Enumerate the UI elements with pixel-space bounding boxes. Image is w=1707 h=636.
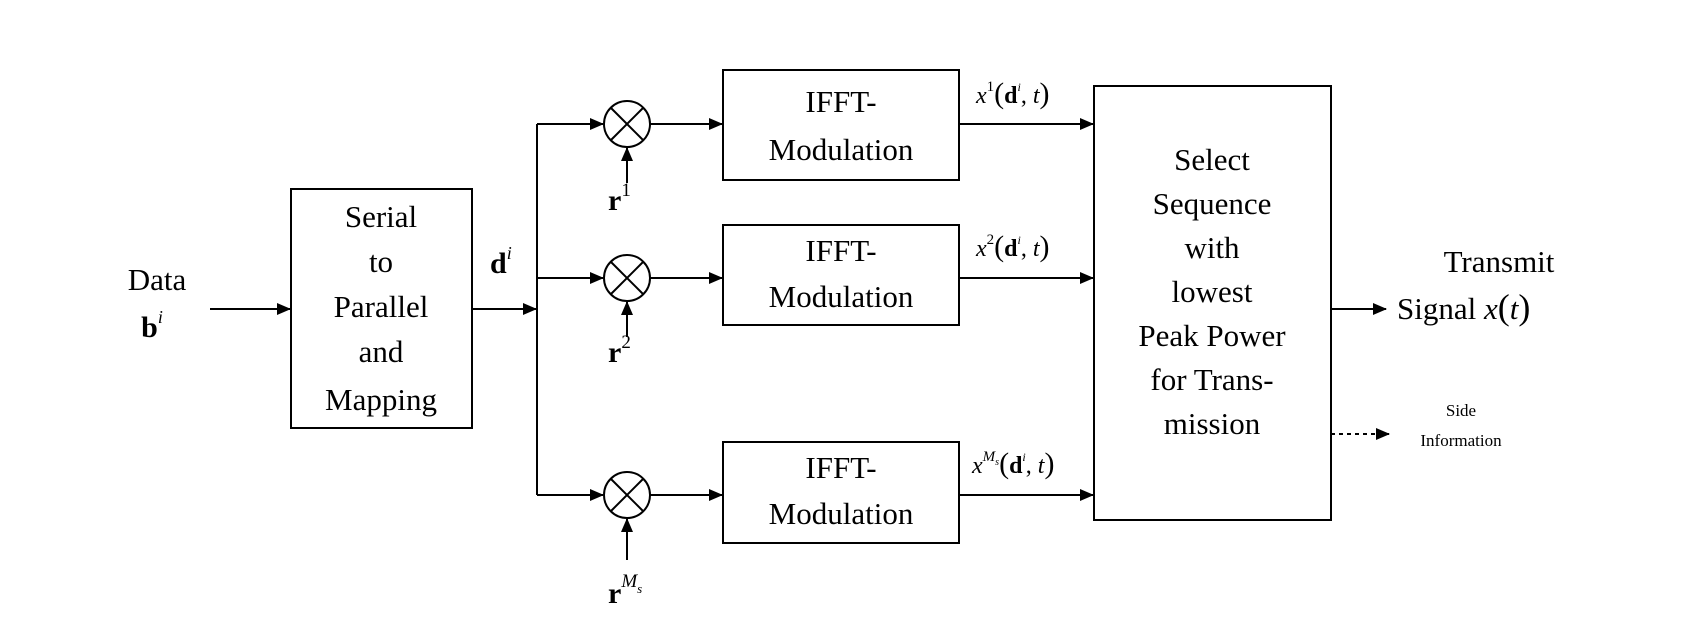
select-block-line-5: Peak Power xyxy=(1138,318,1286,353)
serial-block-line-2: to xyxy=(369,244,393,279)
transmit-signal-label: Signal x(t) xyxy=(1397,287,1530,327)
ifft-output-label-3: xMs(di, t) xyxy=(971,447,1054,480)
data-input-label: Data xyxy=(128,262,187,297)
serial-block-line-5: Mapping xyxy=(325,382,437,417)
serial-block-line-4: and xyxy=(359,334,404,369)
serial-block-line-1: Serial xyxy=(345,199,417,234)
ifft-output-label-1: x1(di, t) xyxy=(975,77,1050,110)
multiplier-2 xyxy=(603,254,651,302)
multiplier-1 xyxy=(603,100,651,148)
select-block-line-7: mission xyxy=(1164,406,1261,441)
select-block-line-3: with xyxy=(1184,230,1240,265)
select-sequence-block xyxy=(1093,85,1332,521)
ifft-block-3 xyxy=(722,441,960,544)
phase-vector-label-1: r1 xyxy=(608,180,631,217)
ifft-block-2-line-2: Modulation xyxy=(769,279,914,314)
phase-vector-label-3: rMs xyxy=(608,571,642,610)
ifft-block-1-line-2: Modulation xyxy=(769,132,914,167)
ifft-block-1 xyxy=(722,69,960,181)
ifft-block-2 xyxy=(722,224,960,326)
multiplier-3 xyxy=(603,471,651,519)
serial-to-parallel-block xyxy=(290,188,473,429)
ifft-block-3-line-2: Modulation xyxy=(769,496,914,531)
serial-block-line-3: Parallel xyxy=(334,289,429,324)
branch-signal-label: di xyxy=(490,243,512,280)
select-block-line-2: Sequence xyxy=(1153,186,1272,221)
transmit-label: Transmit xyxy=(1444,244,1555,279)
ifft-block-3-line-1: IFFT- xyxy=(805,450,876,485)
side-info-label-1: Side xyxy=(1446,401,1476,420)
select-block-line-1: Select xyxy=(1174,142,1250,177)
side-info-label-2: Information xyxy=(1420,431,1502,450)
select-block-line-4: lowest xyxy=(1172,274,1253,309)
select-block-line-6: for Trans- xyxy=(1150,362,1273,397)
ifft-block-2-line-1: IFFT- xyxy=(805,233,876,268)
data-input-symbol: bi xyxy=(141,307,163,344)
ifft-block-1-line-1: IFFT- xyxy=(805,84,876,119)
phase-vector-label-2: r2 xyxy=(608,332,631,369)
ifft-output-label-2: x2(di, t) xyxy=(975,230,1050,263)
